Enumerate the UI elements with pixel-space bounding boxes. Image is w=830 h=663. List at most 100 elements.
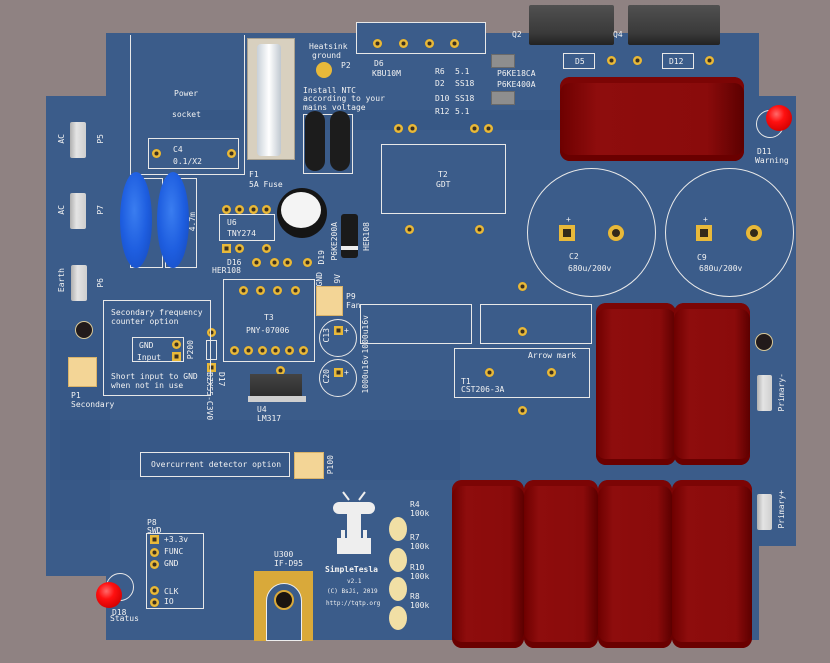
- p8-label: SWD: [147, 526, 162, 535]
- primary-minus-terminal[interactable]: [757, 375, 772, 411]
- power-socket-label: Power: [174, 89, 199, 98]
- t3-pad: [230, 346, 239, 355]
- p7-label: AC: [57, 205, 66, 215]
- t3-pad: [244, 346, 253, 355]
- t3-pad: [239, 286, 248, 295]
- q2-mosfet: [529, 5, 614, 45]
- t1-outline: [454, 348, 590, 398]
- r10-value: 100k: [410, 572, 430, 581]
- c2-value: 680u/200v: [568, 264, 612, 273]
- tvs-p6ke400a: P6KE400A: [497, 80, 536, 89]
- d2-smd-diode: [491, 54, 515, 68]
- p2-pad: [316, 62, 332, 78]
- p8-pin-label: FUNC: [164, 547, 184, 556]
- r8-ref: R8: [410, 592, 420, 601]
- p200-pin-input: Input: [137, 353, 162, 362]
- q2-ref: Q2: [512, 30, 522, 39]
- d19-ref: D19: [317, 250, 326, 265]
- mounting-hole: [75, 321, 93, 339]
- c13-polarity: +: [344, 326, 349, 335]
- primary-mmc-capacitor: [598, 480, 672, 648]
- q4-ref: Q4: [613, 30, 623, 39]
- r6-value: 5.1: [455, 67, 470, 76]
- primary-minus-label: Primary-: [777, 373, 786, 412]
- d12-pad: [705, 56, 714, 65]
- fuse-glass: [257, 44, 281, 156]
- d16-pad: [270, 258, 279, 267]
- project-url: http://tqtp.org: [326, 600, 381, 607]
- p9-ref: P9: [346, 292, 356, 301]
- p100-connector[interactable]: [294, 452, 324, 479]
- t3-pad: [273, 286, 282, 295]
- t3-pad: [271, 346, 280, 355]
- f1-ref: F1: [249, 170, 259, 179]
- d19-pad: [283, 258, 292, 267]
- c4-ref: C4: [173, 145, 183, 154]
- ntc-note: Install NTC: [303, 86, 356, 95]
- p8-pin-label: IO: [164, 597, 174, 606]
- r7-ref: R7: [410, 533, 420, 542]
- d11-warning-led: [766, 105, 792, 131]
- p7-ref: P7: [96, 205, 105, 215]
- d17-value: BZX55-C3V0: [205, 372, 214, 421]
- power-socket-label: socket: [172, 110, 201, 119]
- c4-pad: [152, 149, 161, 158]
- c2-ref: C2: [569, 252, 579, 261]
- ntc-thermistor: [305, 111, 325, 171]
- c4-value: 0.1/X2: [173, 157, 202, 166]
- d17-ref: D17: [217, 372, 226, 387]
- p1-secondary-connector[interactable]: [68, 357, 97, 387]
- t1-value: CST206-3A: [461, 385, 505, 394]
- c20-pad-positive: [334, 368, 343, 377]
- p5-terminal[interactable]: [70, 122, 86, 158]
- common-mode-choke: [120, 172, 152, 268]
- d10-ref: D10: [435, 94, 450, 103]
- d18-label: Status: [110, 614, 139, 623]
- u6-pad: [262, 244, 271, 253]
- p7-terminal[interactable]: [70, 193, 86, 229]
- t2-ref: T2: [438, 170, 448, 179]
- c20-polarity: +: [344, 368, 349, 377]
- c9-pad-positive: [696, 225, 712, 241]
- u6-pad: [235, 205, 244, 214]
- f1-value: 5A Fuse: [249, 180, 283, 189]
- p9-pin-gnd: GND: [315, 272, 324, 287]
- p9-pin-9v: 9V: [333, 274, 342, 284]
- via-pad: [518, 282, 527, 291]
- r4-value: 100k: [410, 509, 430, 518]
- u6-pad-1: [222, 244, 231, 253]
- p6-terminal[interactable]: [71, 265, 87, 301]
- p1-ref: P1: [71, 391, 81, 400]
- d19-pad: [303, 258, 312, 267]
- d19-value: P6KE200A: [330, 222, 339, 261]
- d18-status-led: [96, 582, 122, 608]
- p6-label: Earth: [57, 268, 66, 293]
- u6-outline: [219, 214, 275, 241]
- project-name: SimpleTesla: [325, 565, 378, 574]
- d10-value: SS18: [455, 94, 475, 103]
- primary-plus-terminal[interactable]: [757, 494, 772, 530]
- c9-ref: C9: [697, 253, 707, 262]
- c20-value: 1000u16v: [361, 355, 370, 394]
- p2-ref: P2: [341, 61, 351, 70]
- t3-pad: [285, 346, 294, 355]
- primary-mmc-capacitor: [452, 480, 524, 648]
- d16-ref: D16: [227, 258, 242, 267]
- p8-pad: [150, 560, 159, 569]
- ntc-outline: [303, 114, 353, 174]
- u4-value: LM317: [257, 414, 282, 423]
- resistor-r10: [389, 577, 407, 601]
- p9-fan-connector[interactable]: [316, 286, 343, 316]
- resistor-r4: [389, 517, 407, 541]
- d17-pad: [207, 328, 216, 337]
- p2-label: ground: [312, 51, 341, 60]
- p200-ref: P200: [186, 340, 195, 360]
- p200-pad: [172, 340, 181, 349]
- r8-value: 100k: [410, 601, 430, 610]
- d6-pad: [373, 39, 382, 48]
- p8-pad: [150, 548, 159, 557]
- t1-pad: [547, 368, 556, 377]
- d16-pad: [252, 258, 261, 267]
- t1-note: Arrow mark: [528, 351, 577, 360]
- d5-pad: [607, 56, 616, 65]
